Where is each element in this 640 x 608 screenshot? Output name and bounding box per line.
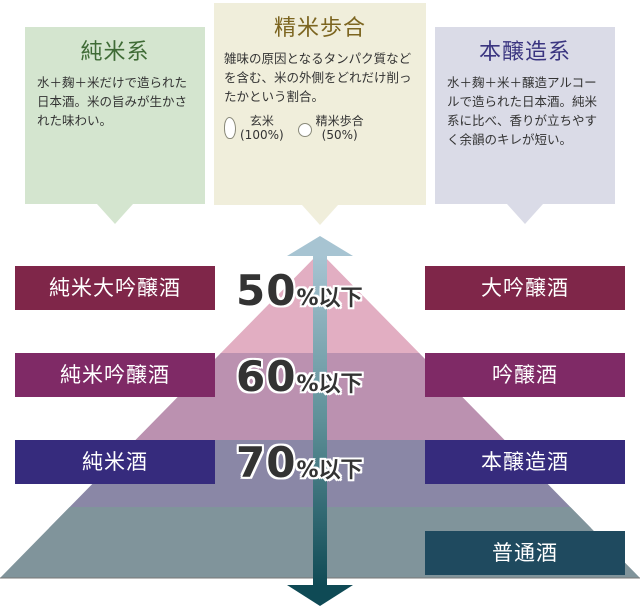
tag-junmai: 純米酒 (15, 440, 215, 484)
tag-daiginjo: 大吟醸酒 (425, 266, 625, 310)
pct-number: 60 (236, 352, 297, 401)
polished-rice-grain-icon (297, 123, 312, 137)
legend-brown-rice: 玄米 (100%) (224, 114, 284, 142)
polishing-arrow-icon (287, 236, 353, 606)
legend-value: (100%) (240, 128, 284, 142)
pct-suffix: %以下 (296, 286, 363, 311)
junmai-pointer-icon (97, 204, 133, 224)
pct-suffix: %以下 (296, 458, 363, 483)
pct-70: 70%以下 (236, 438, 416, 487)
honjozo-pointer-icon (507, 204, 543, 224)
tag-ginjo: 吟醸酒 (425, 353, 625, 397)
pct-60: 60%以下 (236, 352, 416, 401)
honjozo-category-card: 本醸造系 水＋麹＋米＋醸造アルコールで造られた日本酒。純米系に比べ、香りが立ちや… (435, 27, 615, 204)
tag-junmai-ginjo: 純米吟醸酒 (15, 353, 215, 397)
legend-label: 精米歩合 (315, 114, 364, 128)
pct-number: 50 (236, 266, 297, 315)
junmai-title: 純米系 (80, 40, 150, 65)
legend-value: (50%) (321, 128, 358, 142)
seimai-description: 雑味の原因となるタンパク質などを含む、米の外側をどれだけ削ったかという割合。 (224, 51, 412, 104)
honjozo-title: 本醸造系 (478, 40, 571, 65)
legend-label: 玄米 (249, 114, 274, 128)
tag-honjozo: 本醸造酒 (425, 440, 625, 484)
tag-futsushu: 普通酒 (425, 531, 625, 575)
pct-suffix: %以下 (296, 372, 363, 397)
seimai-pointer-icon (302, 205, 338, 225)
brown-rice-grain-icon (224, 117, 236, 139)
rice-legend: 玄米 (100%) 精米歩合 (50%) (224, 114, 416, 142)
junmai-description: 水＋麹＋米だけで造られた日本酒。米の旨みが生かされた味わい。 (37, 75, 188, 128)
pct-50: 50%以下 (236, 266, 416, 315)
junmai-category-card: 純米系 水＋麹＋米だけで造られた日本酒。米の旨みが生かされた味わい。 (25, 27, 205, 204)
honjozo-description: 水＋麹＋米＋醸造アルコールで造られた日本酒。純米系に比べ、香りが立ちやすく余韻の… (447, 75, 598, 147)
legend-polished-rice: 精米歩合 (50%) (297, 114, 364, 142)
tag-junmai-daiginjo: 純米大吟醸酒 (15, 266, 215, 310)
pct-number: 70 (236, 438, 297, 487)
seimai-buai-card: 精米歩合 雑味の原因となるタンパク質などを含む、米の外側をどれだけ削ったかという… (214, 3, 426, 205)
seimai-title: 精米歩合 (273, 16, 366, 41)
